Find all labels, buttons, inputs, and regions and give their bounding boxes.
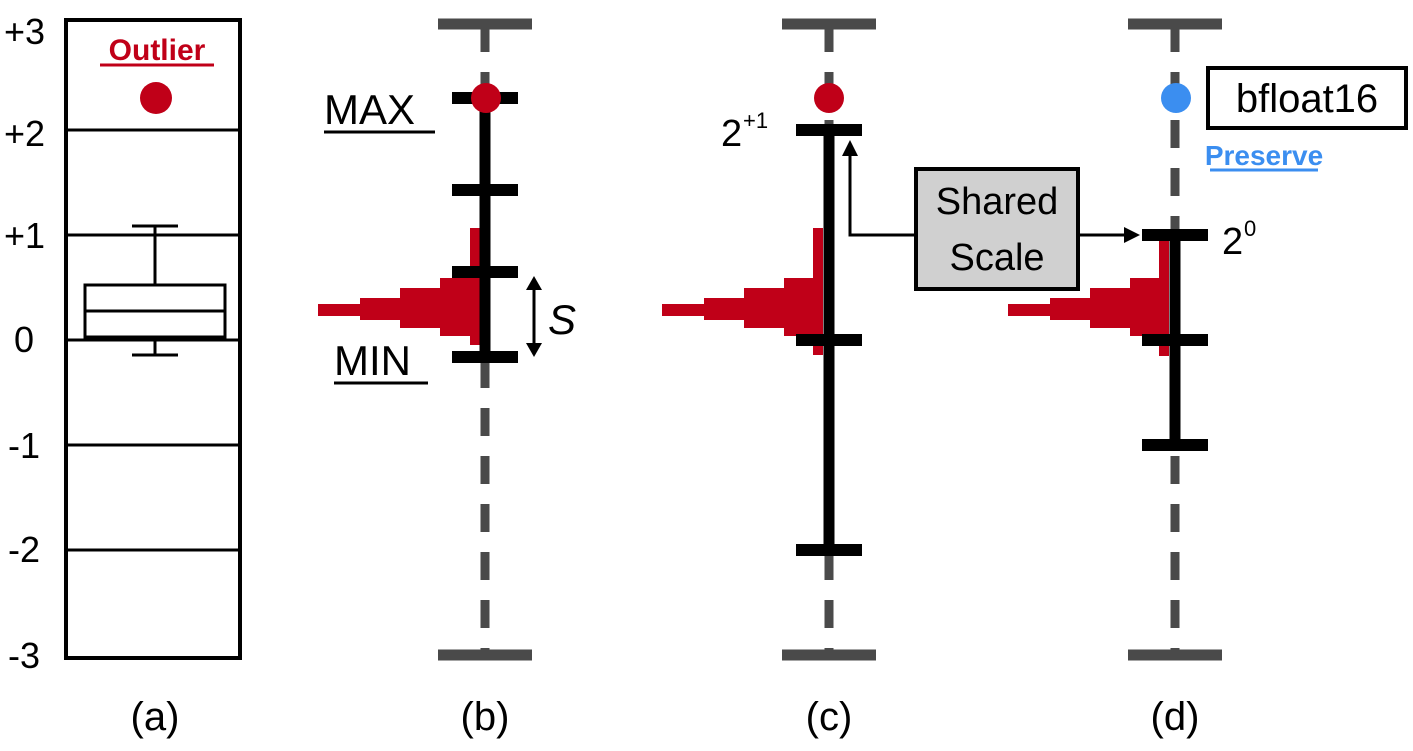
step-label: S — [548, 296, 576, 343]
panel-b-histogram — [318, 228, 480, 345]
max-label: MAX — [324, 86, 415, 133]
panel-c-scale-exponent: +1 — [743, 108, 768, 133]
y-tick-minus-2: -2 — [8, 529, 40, 570]
panel-d-scale-exponent: 0 — [1244, 216, 1256, 241]
shared-scale: Shared Scale — [842, 140, 1140, 291]
panel-d: bfloat16 Preserve 2 0 — [1008, 18, 1408, 661]
panel-a: Outlier — [64, 18, 242, 660]
panel-c: 2 +1 — [662, 18, 876, 661]
shared-scale-box — [914, 167, 1080, 291]
panel-c-histogram — [662, 228, 823, 355]
panel-c-scale-base: 2 — [721, 113, 742, 155]
bfloat16-label: bfloat16 — [1236, 77, 1378, 121]
step-arrow-head-down — [526, 343, 542, 357]
y-tick-plus-1: +1 — [4, 215, 45, 256]
step-arrow-head-up — [526, 276, 542, 290]
panel-labels: (a) (b) (c) (d) — [131, 695, 1200, 739]
panel-label-d: (d) — [1151, 695, 1200, 739]
preserve-label: Preserve — [1205, 140, 1323, 171]
panel-label-a: (a) — [131, 695, 180, 739]
y-tick-0: 0 — [14, 319, 34, 360]
bfloat16-box — [1206, 66, 1408, 130]
panel-label-b: (b) — [461, 695, 510, 739]
panel-c-outlier-point — [814, 83, 844, 113]
y-tick-minus-1: -1 — [8, 425, 40, 466]
min-label: MIN — [334, 337, 411, 384]
outlier-label: Outlier — [109, 34, 206, 67]
outlier-point — [140, 82, 172, 114]
shared-scale-arrowhead-c — [842, 140, 858, 156]
panel-d-preserved-point — [1161, 83, 1191, 113]
y-tick-minus-3: -3 — [8, 635, 40, 676]
panel-b: MAX MIN S — [318, 18, 576, 661]
y-tick-plus-2: +2 — [4, 113, 45, 154]
panel-d-scale-base: 2 — [1222, 221, 1243, 263]
panel-d-histogram — [1008, 235, 1169, 356]
panel-b-outlier-point — [471, 83, 501, 113]
panel-label-c: (c) — [806, 695, 853, 739]
y-axis-labels: +3 +2 +1 0 -1 -2 -3 — [4, 11, 45, 676]
y-tick-plus-3: +3 — [4, 11, 45, 52]
shared-scale-line-2: Scale — [949, 237, 1044, 279]
shared-scale-line-1: Shared — [936, 181, 1059, 223]
shared-scale-arrowhead-d — [1124, 227, 1140, 243]
